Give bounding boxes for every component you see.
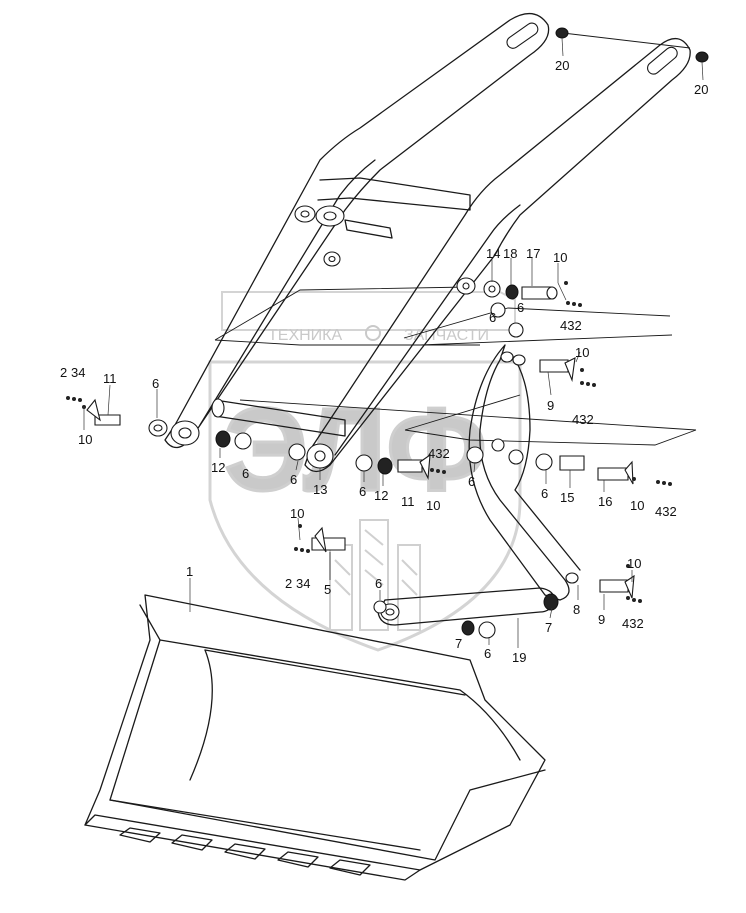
callout-11: 11 bbox=[401, 494, 415, 509]
callout-19: 19 bbox=[512, 650, 526, 665]
callout-2: 2 bbox=[60, 365, 67, 380]
callout-10: 10 bbox=[630, 498, 644, 513]
callout-10: 10 bbox=[78, 432, 92, 447]
callout-11: 11 bbox=[103, 371, 117, 386]
boom-assembly bbox=[164, 13, 691, 473]
callout-6: 6 bbox=[541, 486, 548, 501]
link-rod bbox=[377, 587, 559, 626]
callout-5: 5 bbox=[324, 582, 331, 597]
callout-6: 6 bbox=[375, 576, 382, 591]
callout-labels: 20 20 14 18 17 10 6 6 432 10 9 432 2 34 … bbox=[60, 58, 708, 665]
callout-6: 6 bbox=[517, 300, 524, 315]
callout-12: 12 bbox=[211, 460, 225, 475]
callout-10: 10 bbox=[575, 345, 589, 360]
callout-6: 6 bbox=[468, 474, 475, 489]
assembly-planes bbox=[214, 32, 697, 446]
watermark-text-right: ЗАПЧАСТИ bbox=[404, 327, 489, 344]
callout-6: 6 bbox=[484, 646, 491, 661]
callout-9: 9 bbox=[547, 398, 554, 413]
leader-lines bbox=[83, 37, 704, 648]
hardware bbox=[66, 27, 709, 639]
callout-34: 34 bbox=[296, 576, 310, 591]
callout-15: 15 bbox=[560, 490, 574, 505]
callout-7: 7 bbox=[545, 620, 552, 635]
callout-6: 6 bbox=[152, 376, 159, 391]
callout-10: 10 bbox=[627, 556, 641, 571]
callout-6: 6 bbox=[359, 484, 366, 499]
callout-10: 10 bbox=[553, 250, 567, 265]
callout-7: 7 bbox=[455, 636, 462, 651]
bell-crank bbox=[468, 344, 581, 601]
callout-20: 20 bbox=[694, 82, 708, 97]
callout-1: 1 bbox=[186, 564, 193, 579]
callout-10: 10 bbox=[290, 506, 304, 521]
callout-432: 432 bbox=[655, 504, 677, 519]
watermark-text-left: ТЕХНИКА bbox=[268, 327, 342, 344]
callout-10: 10 bbox=[426, 498, 440, 513]
callout-432: 432 bbox=[560, 318, 582, 333]
callout-8: 8 bbox=[573, 602, 580, 617]
watermark-logo-text: ЭЛФ bbox=[224, 384, 487, 516]
callout-6: 6 bbox=[290, 472, 297, 487]
bucket bbox=[84, 594, 546, 881]
callout-17: 17 bbox=[526, 246, 540, 261]
callout-18: 18 bbox=[503, 246, 517, 261]
watermark: ТЕХНИКА ЗАПЧАСТИ ЭЛФ bbox=[208, 291, 522, 652]
callout-6: 6 bbox=[489, 310, 496, 325]
callout-6: 6 bbox=[242, 466, 249, 481]
callout-13: 13 bbox=[313, 482, 327, 497]
watermark-wheat-icon bbox=[329, 519, 421, 631]
callout-432: 432 bbox=[572, 412, 594, 427]
callout-20: 20 bbox=[555, 58, 569, 73]
callout-34: 34 bbox=[71, 365, 85, 380]
callout-9: 9 bbox=[598, 612, 605, 627]
callout-2: 2 bbox=[285, 576, 292, 591]
callout-16: 16 bbox=[598, 494, 612, 509]
callout-14: 14 bbox=[486, 246, 500, 261]
callout-432: 432 bbox=[622, 616, 644, 631]
callout-432: 432 bbox=[428, 446, 450, 461]
callout-12: 12 bbox=[374, 488, 388, 503]
watermark-gear-icon bbox=[365, 325, 381, 341]
